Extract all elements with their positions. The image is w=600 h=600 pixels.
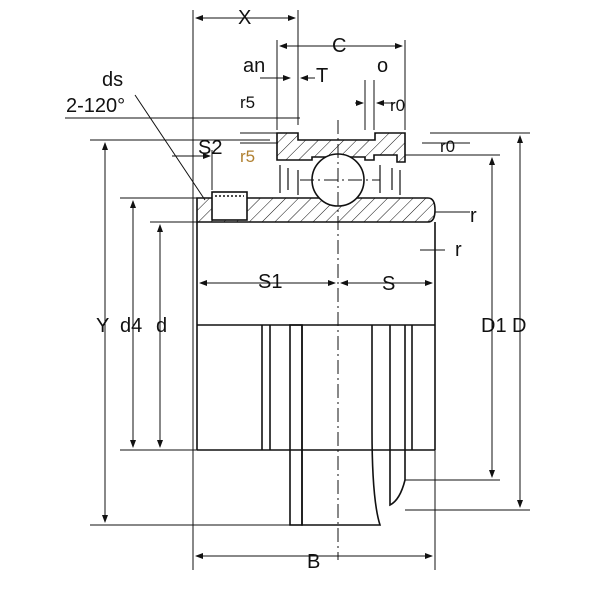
dim-Y: Y — [96, 315, 110, 337]
dim-r-top: r — [470, 205, 477, 227]
dim-S1: S1 — [258, 271, 283, 293]
dim-r5-top: r5 — [240, 93, 256, 112]
outer-ring-section — [276, 132, 406, 163]
dim-r0-bottom: r0 — [440, 137, 456, 156]
dim-X: X — [238, 7, 252, 29]
dim-ds: ds — [102, 69, 124, 91]
dim-r-bottom: r — [455, 239, 462, 261]
dim-d4: d4 — [120, 315, 143, 337]
dim-r0-top: r0 — [390, 96, 406, 115]
dim-B: B — [307, 551, 321, 573]
dim-an: an — [243, 55, 266, 77]
inner-ring-section — [196, 197, 436, 223]
dim-T: T — [316, 65, 329, 87]
dim-r5-bottom: r5 — [240, 147, 256, 166]
set-screw — [211, 191, 248, 221]
dim-d: d — [156, 315, 168, 337]
dim-o: o — [377, 55, 389, 77]
dim-S: S — [382, 273, 396, 295]
dim-C: C — [332, 35, 347, 57]
dim-D1: D1 — [481, 315, 507, 337]
dim-angle: 2-120° — [66, 95, 126, 117]
dim-D: D — [512, 315, 527, 337]
dim-S2: S2 — [198, 137, 223, 159]
